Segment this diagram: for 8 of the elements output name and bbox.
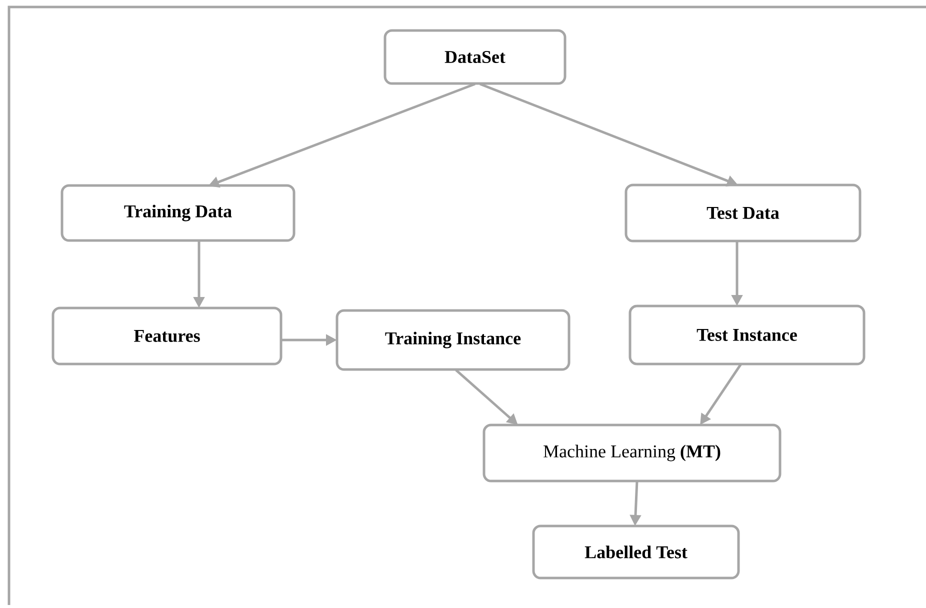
process-box: DataSet — [384, 29, 566, 85]
process-box: Machine Learning (MT) — [482, 424, 782, 482]
process-box: Training Instance — [336, 309, 570, 371]
process-box: Training Data — [60, 184, 296, 242]
process-box: Labelled Test — [532, 524, 740, 580]
process-box: Test Instance — [628, 304, 866, 366]
process-box: Test Data — [624, 184, 862, 242]
process-box: Features — [52, 306, 282, 366]
